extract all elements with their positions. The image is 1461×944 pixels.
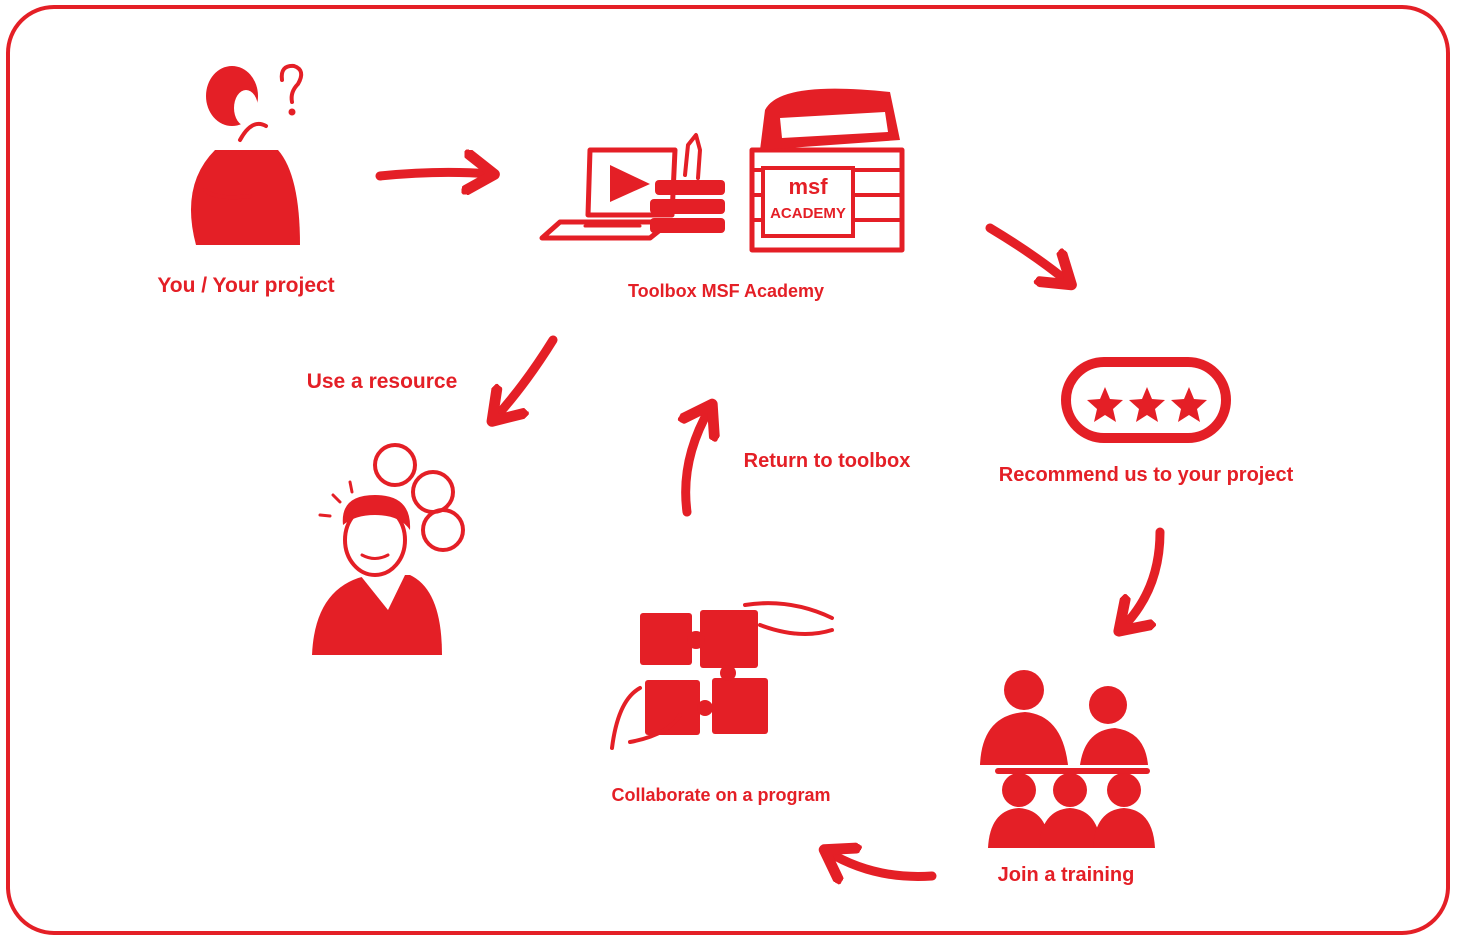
laptop-and-treasure-chest-icon: msf ACADEMY [539, 88, 905, 253]
arrow-collaborate-to-toolbox [686, 408, 710, 517]
chest-text-academy: ACADEMY [770, 205, 846, 222]
step-label-collaborate: Collaborate on a program [611, 785, 831, 805]
step-label-use-resource: Use a resource [306, 370, 458, 393]
arrow-you-to-toolbox [375, 172, 490, 176]
step-label-join-training: Join a training [997, 864, 1135, 886]
diagram-frame [6, 5, 1450, 935]
arrow-toolbox-to-use-resource [495, 335, 558, 418]
arrow-toolbox-to-recommend [985, 223, 1068, 282]
arrow-training-to-collaborate [828, 852, 937, 877]
training-audience-icon [980, 670, 1155, 848]
puzzle-hands-icon [610, 601, 834, 750]
step-label-recommend: Recommend us to your project [998, 464, 1294, 486]
step-label-you-your-project: You / Your project [157, 274, 335, 297]
chest-text-msf: msf [788, 174, 828, 199]
person-with-ideas-icon [312, 443, 465, 655]
three-star-rating-icon [1061, 357, 1231, 443]
arrow-recommend-to-training [1122, 527, 1165, 628]
step-label-return-toolbox: Return to toolbox [743, 450, 911, 472]
step-label-toolbox: Toolbox MSF Academy [627, 281, 825, 301]
thinking-person-icon [190, 63, 304, 245]
